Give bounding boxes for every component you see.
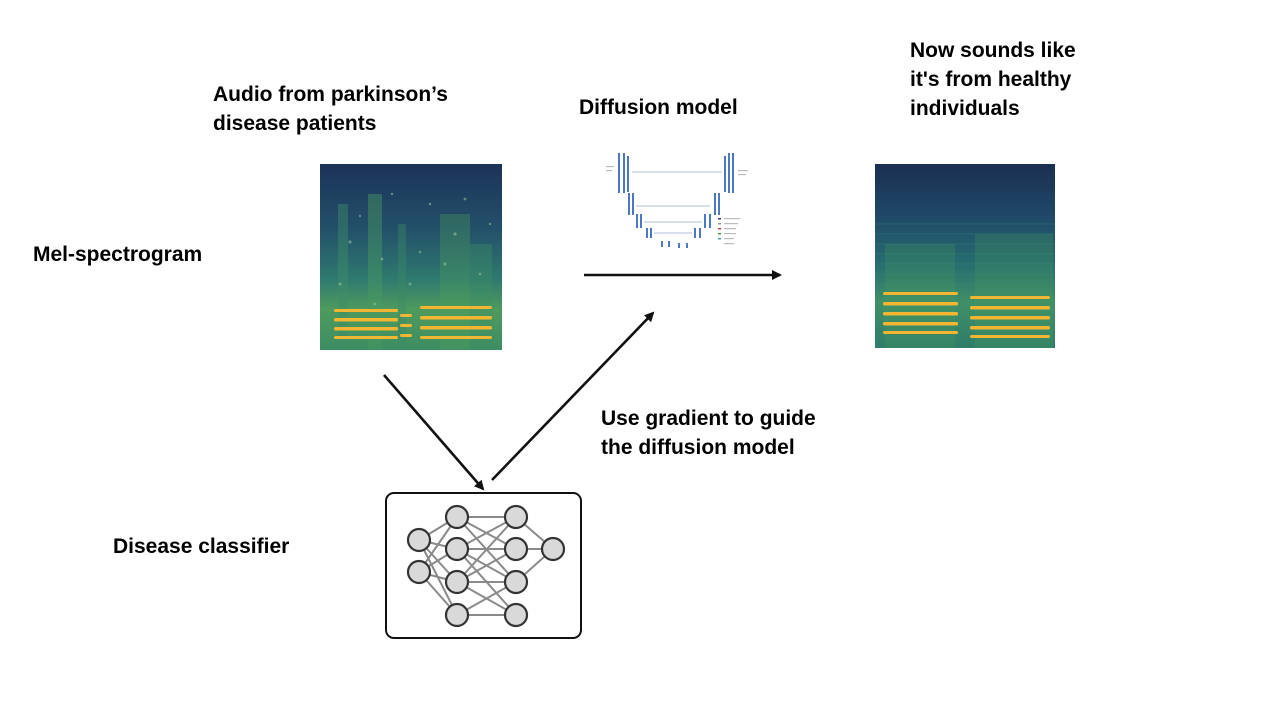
nn-hidden-node <box>503 602 529 628</box>
nn-input-node <box>406 527 432 553</box>
to-classifier-arrow <box>383 374 485 491</box>
mel-spectrogram-noisy-icon <box>320 164 502 350</box>
disease-classifier-label: Disease classifier <box>113 535 290 558</box>
nn-hidden-node <box>444 569 470 595</box>
nn-output-node <box>540 536 566 562</box>
input-audio-label: Audio from parkinson’s disease patients <box>213 83 448 135</box>
mel-spectrogram-clean-icon <box>875 164 1055 348</box>
output-audio-label: Now sounds like it's from healthy indivi… <box>910 39 1076 120</box>
mel-spectrogram-label: Mel-spectrogram <box>33 243 203 266</box>
neural-network-icon <box>406 504 566 628</box>
nn-hidden-node <box>503 569 529 595</box>
nn-hidden-node <box>444 602 470 628</box>
nn-hidden-node <box>503 504 529 530</box>
unet-architecture-icon <box>606 153 748 248</box>
disease-classifier-box <box>385 492 582 639</box>
output-spectrogram-image <box>875 164 1055 348</box>
nn-input-node <box>406 559 432 585</box>
nn-hidden-node <box>444 504 470 530</box>
nn-hidden-node <box>503 536 529 562</box>
nn-hidden-node <box>444 536 470 562</box>
gradient-guidance-label: Use gradient to guide the diffusion mode… <box>601 407 816 459</box>
diffusion-model-label: Diffusion model <box>579 96 738 119</box>
diffusion-model-diagram <box>606 148 776 260</box>
input-spectrogram-image <box>320 164 502 350</box>
